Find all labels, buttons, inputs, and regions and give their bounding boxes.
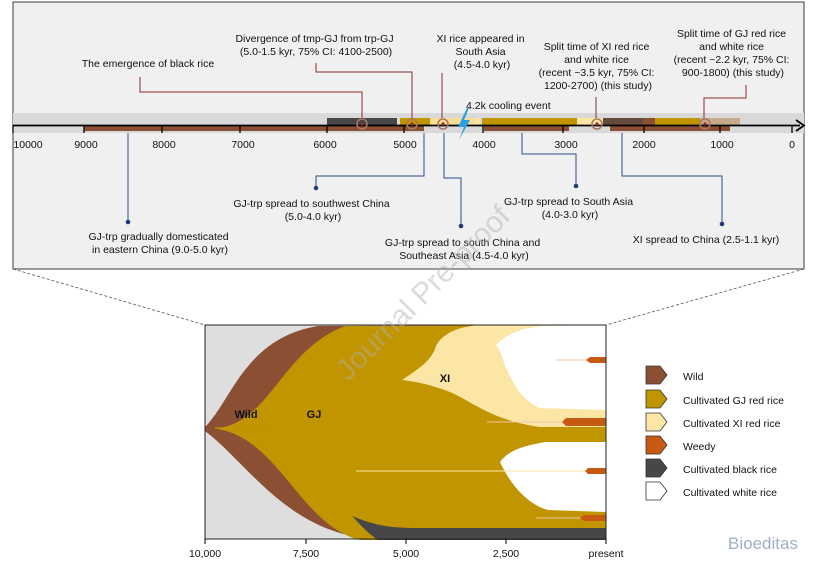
brand-logo: Bioeditas (728, 534, 798, 553)
legend-item-xi: Cultivated XI red rice (645, 412, 781, 432)
legend-label: Cultivated XI red rice (683, 418, 781, 430)
timeline-tick-labels: 10000 9000 8000 7000 6000 5000 4000 3000… (13, 139, 795, 151)
black-rice-region (352, 516, 606, 540)
tick-label: 8000 (152, 139, 176, 151)
xi-period-bar (430, 118, 480, 125)
legend-item-black: Cultivated black rice (645, 458, 777, 478)
weedy-branch-tip (562, 418, 606, 426)
marker-divergence (406, 118, 418, 130)
event-markers (356, 118, 711, 130)
timeline-ticks (12, 125, 793, 133)
wild-period-bar (84, 125, 424, 131)
white-rice-gj-region (500, 442, 606, 512)
event-black-rice: The emergence of black rice (82, 58, 215, 70)
legend-item-white: Cultivated white rice (645, 481, 777, 501)
tree-tick-label: 10,000 (189, 548, 221, 560)
xi-sa-bar (577, 118, 617, 125)
gj-spread-bar (482, 118, 577, 125)
legend-swatch-weedy (645, 435, 668, 455)
tree-tick-label: present (588, 548, 623, 560)
period-bars (84, 118, 740, 131)
tick-label: 6000 (313, 139, 337, 151)
white-rice-xi-region (496, 325, 606, 410)
weedy-branch-tip (580, 515, 606, 521)
gj-split-bar (700, 118, 740, 125)
leader-southwest (315, 133, 425, 188)
marker-xi-split (591, 118, 603, 130)
legend-label: Weedy (683, 441, 716, 453)
leader-xi-china (621, 133, 723, 224)
axis-arrow (795, 119, 806, 132)
gj-spread-wild-bar (484, 125, 569, 131)
lineage-tree: Wild GJ XI (204, 324, 607, 540)
zoom-connectors (12, 268, 805, 326)
leader-south-china (443, 133, 462, 226)
event-gj-split: Split time of GJ red rice and white rice… (674, 28, 793, 79)
event-south-asia: GJ-trp spread to South Asia (4.0-3.0 kyr… (504, 196, 636, 221)
black-rice-period-bar (327, 118, 397, 125)
xi-label: XI (440, 373, 450, 385)
marker-gj-split (699, 118, 711, 130)
tree-axis: 10,000 7,500 5,000 2,500 present (189, 539, 624, 560)
leader-gj-split (703, 85, 747, 118)
tick-label: 9000 (74, 139, 98, 151)
tree-tick-label: 5,000 (393, 548, 419, 560)
tick-label: 5000 (393, 139, 417, 151)
tree-tick-label: 7,500 (293, 548, 319, 560)
marker-xi-appeared (437, 118, 449, 130)
legend-label: Cultivated GJ red rice (683, 395, 784, 407)
legend-swatch-gj (645, 389, 668, 409)
timeline-panel (12, 1, 805, 270)
tick-label: 7000 (231, 139, 255, 151)
legend-swatch-wild (645, 365, 668, 385)
black-late-bar (603, 118, 643, 125)
upper-leader-lines (139, 63, 747, 118)
event-xi-china: XI spread to China (2.5-1.1 kyr) (633, 234, 779, 246)
legend-label: Wild (683, 371, 704, 383)
weedy-branch-tip (585, 468, 606, 474)
tick-label: 2000 (632, 139, 656, 151)
tick-label: 10000 (13, 139, 42, 151)
marker-black-rice (356, 118, 368, 130)
gj-label: GJ (307, 409, 322, 421)
legend-item-weedy: Weedy (645, 435, 716, 455)
legend: Wild Cultivated GJ red rice Cultivated X… (645, 365, 784, 501)
xi-china-wild-bar (610, 125, 730, 131)
tick-label: 1000 (710, 139, 734, 151)
event-xi-split: Split time of XI red rice and white rice… (539, 41, 658, 92)
weedy-branch-tip (586, 357, 606, 363)
legend-label: Cultivated white rice (683, 487, 777, 499)
cooling-bolt-icon (458, 108, 470, 140)
event-south-china: GJ-trp spread to south China and Southea… (385, 237, 543, 262)
tick-label: 0 (789, 139, 795, 151)
event-southwest: GJ-trp spread to southwest China (5.0-4.… (233, 198, 392, 223)
event-divergence: Divergence of tmp-GJ from trp-GJ (5.0-1.… (235, 33, 396, 58)
legend-swatch-white (645, 481, 668, 501)
lower-leader-lines (127, 133, 723, 226)
event-domesticated: GJ-trp gradually domesticated in eastern… (89, 231, 232, 256)
tick-label: 3000 (554, 139, 578, 151)
leader-south-asia (521, 133, 577, 186)
tick-label: 4000 (472, 139, 496, 151)
leader-black-rice (139, 77, 363, 118)
lower-leader-dots (125, 183, 725, 229)
leader-divergence (315, 63, 413, 118)
legend-item-wild: Wild (645, 365, 704, 385)
legend-item-gj: Cultivated GJ red rice (645, 389, 784, 409)
legend-swatch-black (645, 458, 668, 478)
event-xi-appeared: XI rice appeared in South Asia (4.5-4.0 … (436, 33, 527, 71)
tree-tick-label: 2,500 (493, 548, 519, 560)
legend-swatch-xi (645, 412, 668, 432)
legend-label: Cultivated black rice (683, 464, 777, 476)
gj-late-bar (655, 118, 740, 125)
wild-label: Wild (234, 409, 257, 421)
cooling-event-label: 4.2k cooling event (466, 100, 551, 112)
